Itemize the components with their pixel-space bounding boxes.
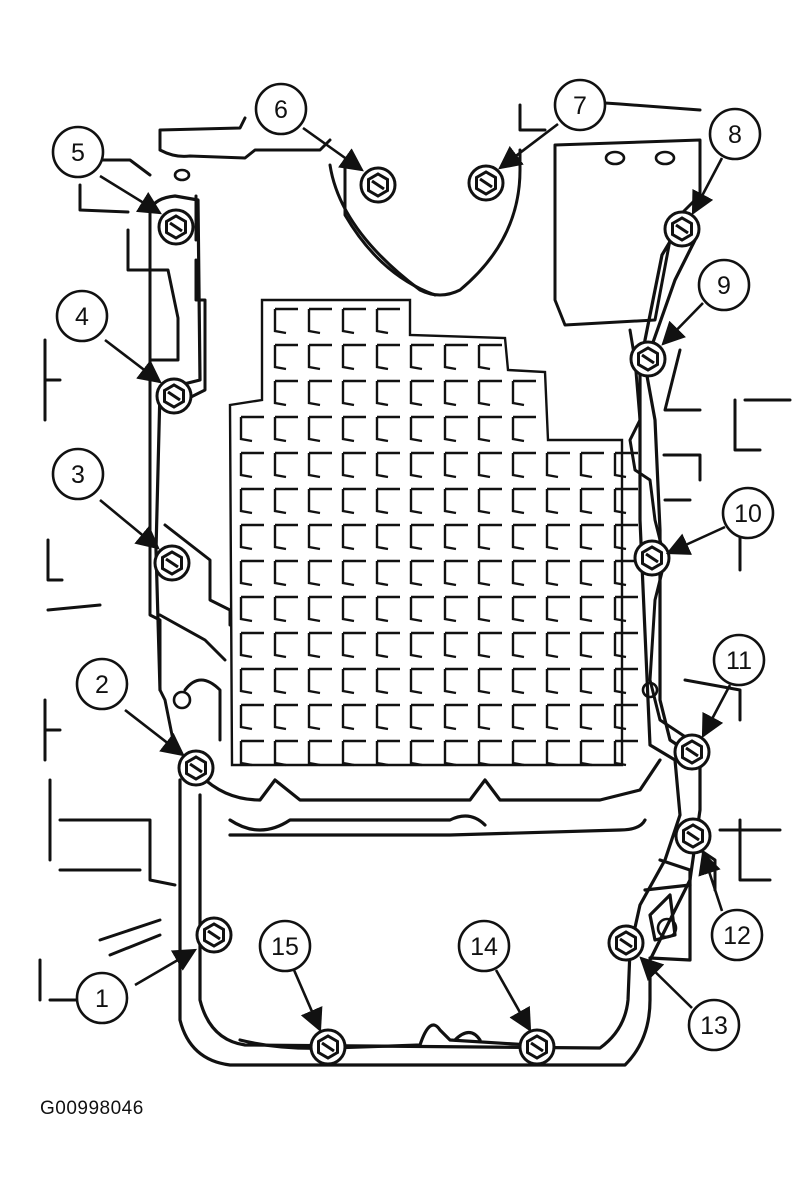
- callout-8: 8: [708, 107, 762, 161]
- callout-7: 7: [553, 78, 607, 132]
- leader-arrow-13: [639, 956, 693, 1009]
- callout-number: 11: [726, 647, 752, 675]
- bolt-4: [155, 377, 193, 415]
- bolt-6: [359, 166, 397, 204]
- windage-tray-grid: [228, 298, 638, 767]
- figure-id: G00998046: [40, 1098, 144, 1119]
- leader-arrow-1: [134, 948, 198, 987]
- callout-number: 12: [723, 922, 751, 950]
- callout-circle: [721, 486, 775, 540]
- callout-number: 2: [95, 671, 109, 699]
- leader-arrow-11: [701, 684, 732, 739]
- grid-cells: [239, 307, 638, 767]
- callout-14: 14: [457, 919, 511, 973]
- callout-number: 7: [573, 92, 587, 120]
- callout-circle: [457, 919, 511, 973]
- callout-number: 8: [728, 121, 742, 149]
- bolt-15: [309, 1028, 347, 1066]
- callout-circle: [258, 919, 312, 973]
- callout-circle: [51, 125, 105, 179]
- callout-number: 1: [95, 985, 109, 1013]
- callout-12: 12: [710, 908, 764, 962]
- bolt-7: [467, 164, 505, 202]
- callout-circle: [55, 289, 109, 343]
- leader-arrow-4: [104, 338, 162, 384]
- callout-13: 13: [687, 998, 741, 1052]
- callout-11: 11: [712, 633, 766, 687]
- callout-10: 10: [721, 486, 775, 540]
- leader-arrow-9: [661, 302, 704, 346]
- bolt-2: [177, 749, 215, 787]
- callout-number: 3: [71, 461, 85, 489]
- callout-number: 13: [700, 1012, 728, 1040]
- bolt-5: [157, 208, 195, 246]
- leader-arrow-5: [99, 174, 162, 215]
- bolt-12: [674, 817, 712, 855]
- callout-number: 15: [271, 933, 299, 961]
- leader-arrow-14: [494, 969, 532, 1033]
- callout-circle: [710, 908, 764, 962]
- callout-number: 5: [71, 139, 85, 167]
- callout-circle: [553, 78, 607, 132]
- dowel-holes: [172, 150, 678, 939]
- callout-circle: [51, 447, 105, 501]
- callout-1: 1: [75, 971, 129, 1025]
- callout-number: 9: [717, 272, 731, 300]
- callout-number: 4: [75, 303, 89, 331]
- callout-circle: [708, 107, 762, 161]
- bolt-14: [518, 1028, 556, 1066]
- leader-arrow-15: [292, 969, 323, 1033]
- callout-5: 5: [51, 125, 105, 179]
- callout-9: 9: [697, 258, 751, 312]
- callout-circle: [697, 258, 751, 312]
- leader-arrow-8: [691, 157, 724, 216]
- bolt-9: [629, 340, 667, 378]
- bolt-11: [673, 733, 711, 771]
- leader-arrow-3: [99, 498, 160, 550]
- bolt-3: [153, 544, 191, 582]
- leader-arrow-7: [498, 122, 559, 170]
- callout-number: 10: [734, 500, 762, 528]
- leader-arrows: [99, 122, 732, 1033]
- leader-arrow-6: [302, 126, 364, 172]
- bolt-13: [607, 924, 645, 962]
- leader-arrow-2: [124, 708, 185, 757]
- callout-2: 2: [75, 657, 129, 711]
- callout-circle: [712, 633, 766, 687]
- bolt-10: [633, 539, 671, 577]
- callout-number: 6: [274, 96, 288, 124]
- bolt-8: [663, 210, 701, 248]
- leader-arrow-10: [665, 525, 726, 555]
- callout-4: 4: [55, 289, 109, 343]
- callout-6: 6: [254, 82, 308, 136]
- callout-circle: [687, 998, 741, 1052]
- callout-3: 3: [51, 447, 105, 501]
- callout-circle: [75, 971, 129, 1025]
- callout-15: 15: [258, 919, 312, 973]
- leader-arrow-12: [698, 850, 724, 912]
- callout-circle: [254, 82, 308, 136]
- bolt-1: [195, 916, 233, 954]
- callout-circle: [75, 657, 129, 711]
- bolts: [153, 164, 712, 1066]
- callout-number: 14: [470, 933, 498, 961]
